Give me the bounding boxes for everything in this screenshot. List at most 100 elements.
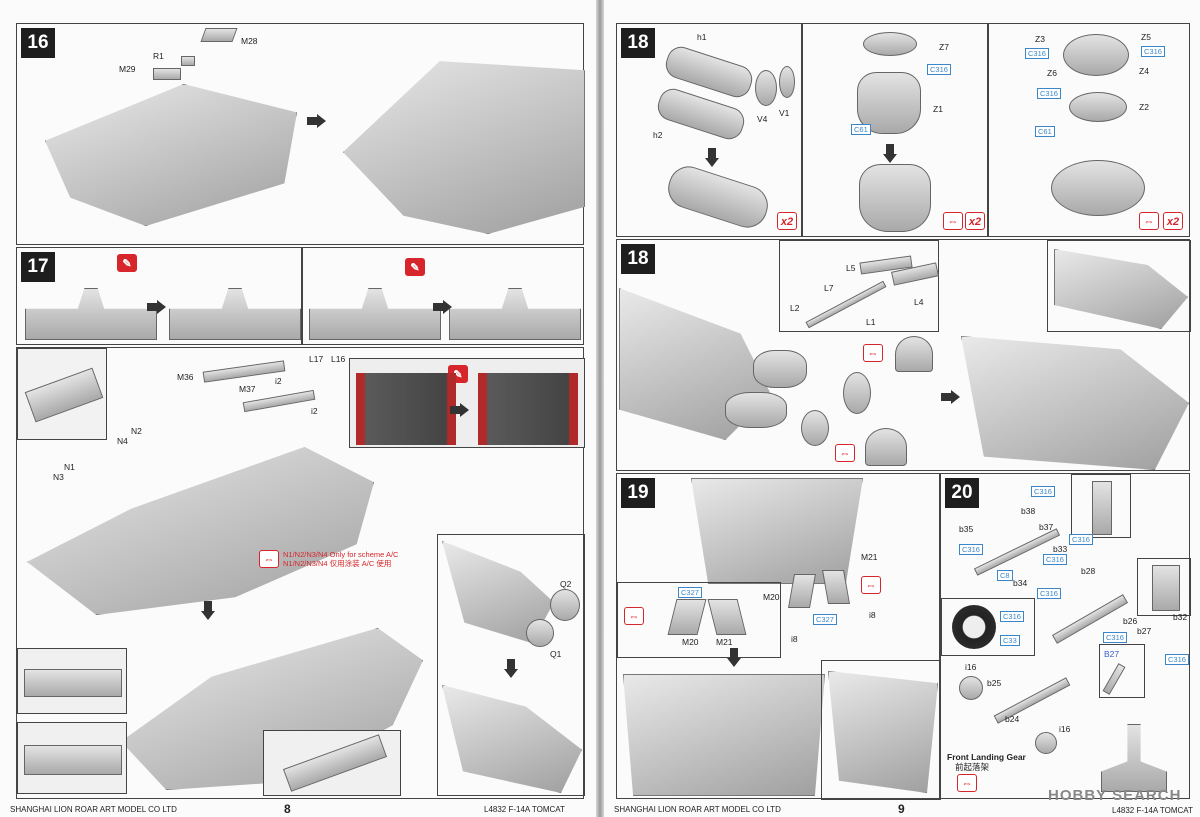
- part-label: L2: [790, 303, 800, 313]
- option-icon: ⇔: [624, 607, 644, 625]
- strut-part: [1102, 663, 1126, 695]
- page-number: 8: [284, 802, 291, 816]
- step17-main-panel: ✎ M36 L17 L16 M37 i2 i2 N2 N4 N1 N3 ⇔ N1…: [16, 347, 585, 799]
- strut-part: [1152, 565, 1180, 611]
- option-icon: ⇔: [863, 344, 883, 362]
- part-label: b26: [1123, 616, 1138, 626]
- nozzle-part: [526, 619, 554, 647]
- nozzle-part: [865, 428, 907, 466]
- step17-top-panel-b: ✎: [302, 247, 584, 345]
- nozzle-part: [725, 392, 787, 428]
- next-arrow: [504, 659, 518, 678]
- jet-illustration: [1054, 249, 1188, 329]
- step17-top-panel: 17 ✎: [16, 247, 302, 345]
- detail-inset: [1137, 558, 1191, 616]
- scheme-note: N1/N2/N3/N4 Only for scheme A/C: [283, 550, 399, 559]
- step-number: 18: [621, 28, 655, 58]
- option-icon: ⇔: [943, 212, 963, 230]
- tail-assembly: [449, 288, 581, 340]
- paint-code: C316: [1031, 486, 1055, 497]
- footer-company: SHANGHAI LION ROAR ART MODEL CO LTD: [10, 805, 177, 814]
- next-arrow: [147, 300, 166, 314]
- paint-code: C316: [1025, 48, 1049, 59]
- part-label: b28: [1081, 566, 1096, 576]
- page-number: 9: [898, 802, 905, 816]
- step18-panel-a: 18 h1 h2 V4 V1 x2: [616, 23, 802, 237]
- nozzle-part: [895, 336, 933, 372]
- front-gear-label: Front Landing Gear: [947, 752, 1026, 762]
- paint-code: C316: [1043, 554, 1067, 565]
- step-number: 20: [945, 478, 979, 508]
- scheme-note: N1/N2/N3/N4 仅用涂装 A/C 使用: [283, 559, 392, 568]
- part: [153, 68, 181, 80]
- detail-inset: [1071, 474, 1131, 538]
- part: [24, 367, 104, 423]
- fin-part: [788, 574, 816, 608]
- glue-icon: ✎: [405, 258, 425, 276]
- wheel-inset: C316 C33: [941, 598, 1035, 656]
- footer-kit: L4832 F-14A TOMCAT: [1112, 806, 1193, 815]
- gear-assembly: [1101, 724, 1167, 792]
- step19-panel: 19 M21 M20 C327 i8 i8 ⇔ ⇔ C327 M20 M21: [616, 473, 941, 800]
- nozzle-part: [857, 72, 921, 134]
- part: [181, 56, 195, 66]
- next-arrow: [705, 148, 719, 167]
- part-label: L4: [914, 297, 924, 307]
- left-page: 16 M28 R1 M29 17 ✎ ✎ ✎: [0, 0, 596, 817]
- ring-part: [863, 32, 917, 56]
- part-label: L5: [846, 263, 856, 273]
- strut-part: [1092, 481, 1112, 535]
- part-label: M20: [763, 592, 780, 602]
- detail-inset: ✎: [349, 358, 585, 448]
- part-label: M29: [119, 64, 136, 74]
- part-label: N3: [53, 472, 64, 482]
- part-label: i16: [1059, 724, 1071, 734]
- jet-illustration: [343, 61, 585, 234]
- option-icon: ⇔: [259, 550, 279, 568]
- jet-illustration: [691, 478, 863, 584]
- ring-part: [843, 372, 871, 414]
- jet-illustration: [828, 671, 938, 793]
- step20-panel: 20 C316 b38 b35 b37 C316 C316 b33 C316 C…: [940, 473, 1191, 799]
- tail-assembly: [169, 288, 301, 340]
- part-label: M28: [241, 36, 258, 46]
- next-arrow: [307, 114, 326, 128]
- part-label: b25: [987, 678, 1002, 688]
- quantity-icon: x2: [777, 212, 797, 230]
- option-icon: ⇔: [835, 444, 855, 462]
- part-label: V1: [779, 108, 790, 118]
- jet-illustration: [45, 84, 297, 226]
- wheel-part: [959, 676, 983, 700]
- option-icon: ⇔: [861, 576, 881, 594]
- part-label: Z3: [1035, 34, 1045, 44]
- nozzle-subpanel: Q2 Q1: [437, 534, 585, 796]
- part-label: i2: [275, 376, 282, 386]
- detail-inset: [1047, 240, 1191, 332]
- paint-code: C316: [927, 64, 951, 75]
- part-label: M21: [861, 552, 878, 562]
- part-label: i8: [869, 610, 876, 620]
- jet-illustration: [961, 336, 1189, 470]
- paint-code: C316: [1000, 611, 1024, 622]
- turbine-part: [755, 70, 777, 106]
- part-label: b34: [1013, 578, 1028, 588]
- paint-code: C316: [1037, 588, 1061, 599]
- fin-part: [667, 599, 707, 635]
- detail-inset: B27: [1099, 644, 1145, 698]
- part-label: L17: [309, 354, 324, 364]
- part-label: b37: [1039, 522, 1054, 532]
- part: [24, 669, 122, 697]
- footer-kit: L4832 F-14A TOMCAT: [484, 805, 565, 814]
- turbine-part: [779, 66, 795, 98]
- part-label: R1: [153, 51, 164, 61]
- ring-part: [1069, 92, 1127, 122]
- step16-panel: 16 M28 R1 M29: [16, 23, 585, 245]
- paint-code: C316: [1103, 632, 1127, 643]
- option-icon: ⇔: [1139, 212, 1159, 230]
- tail-assembly: [25, 288, 157, 340]
- part-label: Q2: [560, 579, 572, 589]
- right-page: 18 h1 h2 V4 V1 x2 Z7 C316 Z1 C61 ⇔ x2 Z3…: [604, 0, 1200, 817]
- step-number: 17: [21, 252, 55, 282]
- part-label: L16: [331, 354, 346, 364]
- quantity-icon: x2: [1163, 212, 1183, 230]
